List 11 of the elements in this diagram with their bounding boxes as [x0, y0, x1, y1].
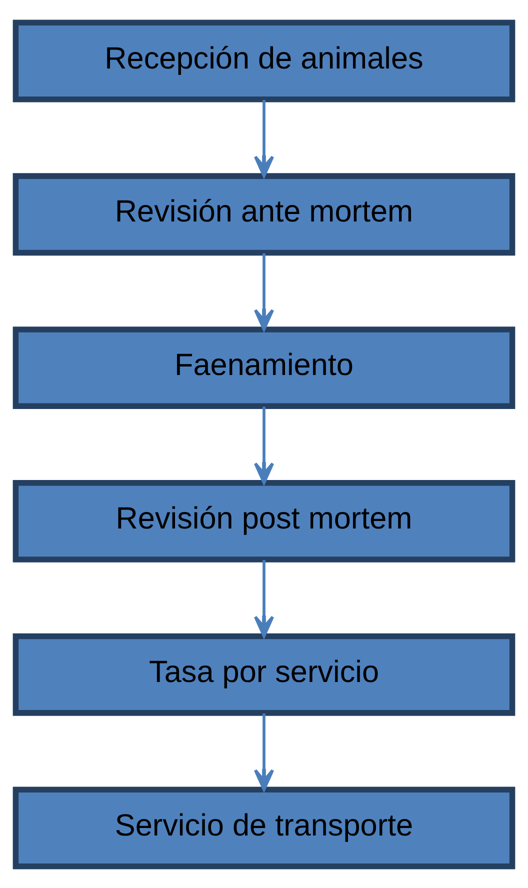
node-box: Revisión ante mortem [12, 172, 516, 256]
node-box: Recepción de animales [12, 19, 516, 102]
arrow [254, 99, 274, 177]
node-box: Tasa por servicio [12, 632, 516, 716]
arrow [254, 252, 274, 330]
arrow [254, 712, 274, 790]
node-box: Servicio de transporte [12, 786, 516, 869]
node-box: Revisión post mortem [12, 479, 516, 562]
arrow [254, 406, 274, 484]
arrow [254, 560, 274, 638]
node-box: Faenamiento [12, 326, 516, 409]
